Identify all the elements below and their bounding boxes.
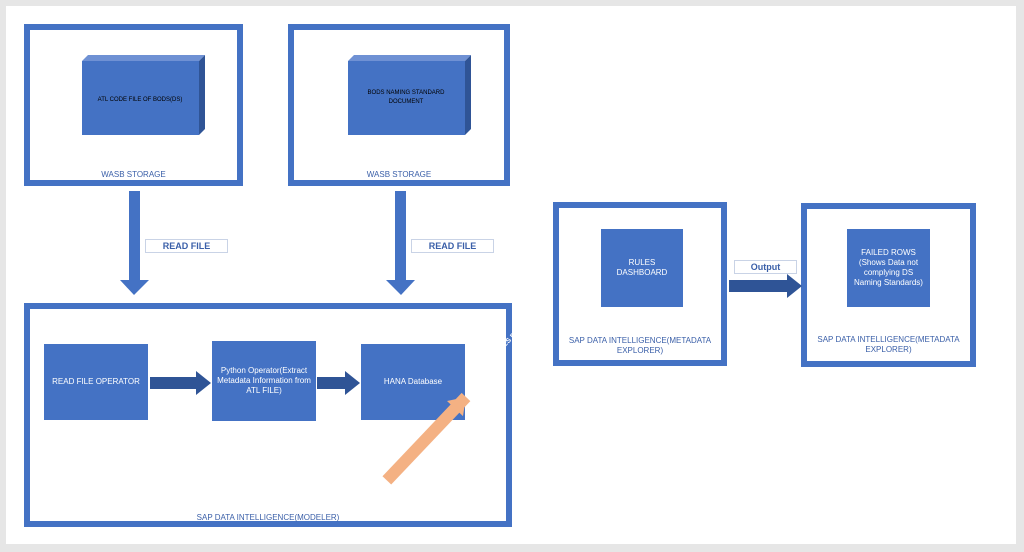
arrow-python-to-hana (317, 371, 360, 395)
down-arrow-left (120, 191, 149, 295)
arrow-read-to-python (150, 371, 211, 395)
failed-rows-box: FAILED ROWS (Shows Data not complying DS… (847, 229, 930, 307)
python-operator-box: Python Operator(Extract Metadata Informa… (212, 341, 316, 421)
rules-bind-label: RULES BIND (492, 323, 527, 359)
read-file-tag-right: READ FILE (411, 239, 494, 253)
output-arrow (729, 274, 802, 298)
storage-caption: WASB STORAGE (366, 170, 432, 179)
down-arrow-right (386, 191, 415, 295)
hana-database-box: HANA Database (361, 344, 465, 420)
output-tag: Output (734, 260, 797, 274)
rules-dashboard-box: RULES DASHBOARD (601, 229, 683, 307)
modeler-caption: SAP DATA INTELLIGENCE(MODELER) (196, 513, 340, 522)
read-file-operator-box: READ FILE OPERATOR (44, 344, 148, 420)
storage-frame-left: ATL CODE FILE OF BODS(DS) WASB STORAGE (24, 24, 243, 186)
cube-atl-code-file: ATL CODE FILE OF BODS(DS) (82, 55, 205, 135)
cube-label-line-2: DOCUMENT (389, 99, 424, 105)
storage-caption: WASB STORAGE (101, 170, 166, 179)
rules-bind-arrow (382, 392, 471, 485)
explorer-caption: SAP DATA INTELLIGENCE(METADATA EXPLORER) (817, 335, 960, 354)
cube-label-line-1: BODS NAMING STANDARD (368, 90, 446, 96)
explorer-caption: SAP DATA INTELLIGENCE(METADATA EXPLORER) (568, 336, 712, 355)
cube-naming-standard-document: BODS NAMING STANDARD DOCUMENT (348, 55, 471, 135)
storage-frame-right: BODS NAMING STANDARD DOCUMENT WASB STORA… (288, 24, 510, 186)
cube-label: ATL CODE FILE OF BODS(DS) (98, 97, 183, 103)
read-file-tag-left: READ FILE (145, 239, 228, 253)
